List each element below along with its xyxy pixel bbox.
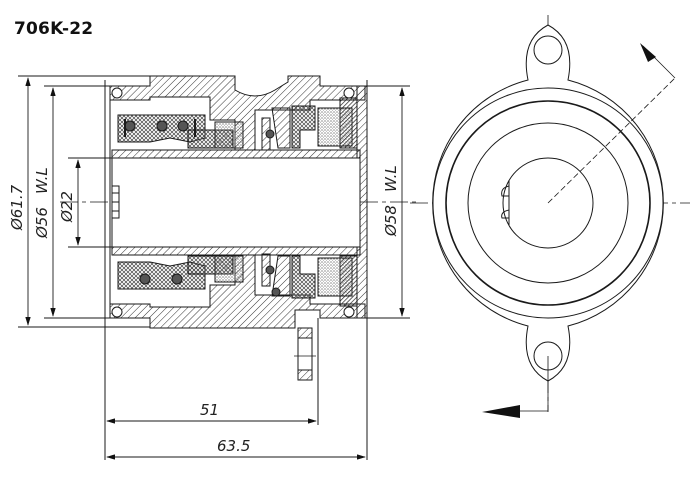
section-arrow-bottom-icon bbox=[482, 405, 520, 418]
end-view bbox=[410, 15, 690, 412]
dim-working-diameter-left: Ø56 bbox=[33, 207, 51, 239]
dim-length-total: 63.5 bbox=[217, 437, 250, 455]
section-view bbox=[18, 75, 420, 460]
dim-shaft-diameter: Ø22 bbox=[58, 191, 76, 223]
drawing-title: 706K-22 bbox=[14, 19, 94, 39]
dim-length-inner: 51 bbox=[200, 401, 219, 419]
dim-working-length-left: W.L bbox=[33, 167, 51, 194]
dimension-lines bbox=[25, 77, 405, 460]
dim-working-length-right: W.L bbox=[382, 165, 400, 192]
dim-working-diameter-right: Ø58 bbox=[382, 205, 400, 237]
section-arrow-top-icon bbox=[640, 43, 656, 62]
dim-outer-diameter: Ø61.7 bbox=[8, 184, 26, 231]
